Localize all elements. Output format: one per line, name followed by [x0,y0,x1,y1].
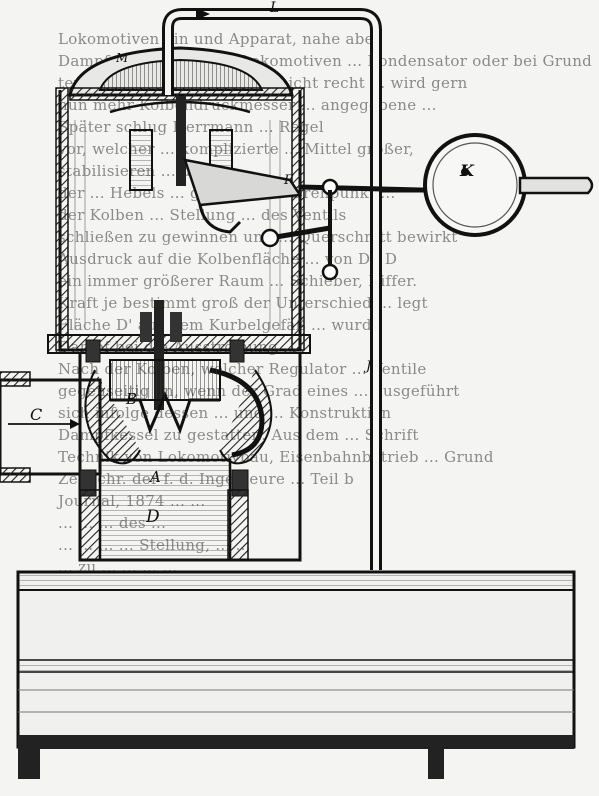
background-text-line: sich infolge dessen ... und ... Konstruk… [58,404,392,422]
background-text-line: schließen zu gewinnen und ... Querschnit… [58,228,458,246]
label-L: L [269,0,279,16]
background-text-line: Lokomotiven ein und Apparat, nahe aber [58,30,382,48]
label-A: A [148,468,161,486]
valve-body [0,339,302,562]
base-housing [16,570,576,779]
gauge-K [380,133,594,237]
pipe-L [162,8,382,570]
upper-housing [47,87,311,354]
background-text-line: Später schlug Herrmann ... Regel [58,118,324,136]
label-K: K [459,161,475,180]
background-text-line: Ausdruck auf die Kolbenfläche ... von D'… [58,250,398,268]
label-C: C [30,405,42,424]
label-D: D [145,507,160,527]
valve-stem [140,300,182,410]
label-F: F [283,173,294,188]
label-B: B [125,390,137,408]
label-J: J [363,359,372,374]
background-text-line: Kraft je bestimmt groß der Unterschied .… [58,294,428,312]
lever-F [183,158,421,281]
diaphragm-cap [68,46,294,191]
label-M: M [115,51,129,65]
